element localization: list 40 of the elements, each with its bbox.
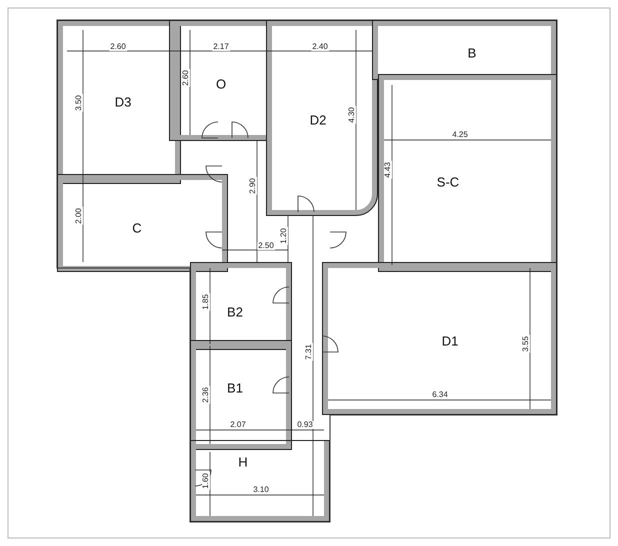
dimension-label: 2.07 <box>229 421 247 429</box>
dimension-label: 0.93 <box>296 421 314 429</box>
dimension-label: 2.60 <box>109 43 127 51</box>
room-label: D2 <box>310 114 326 126</box>
room-label: B1 <box>227 382 243 394</box>
room <box>266 20 378 216</box>
room-label: H <box>238 456 248 468</box>
dimension-label: 1.20 <box>280 227 288 245</box>
dimension-label: 4.25 <box>451 131 469 139</box>
room-label: B2 <box>227 306 243 318</box>
room-label: D3 <box>114 96 132 108</box>
dimension-label: 1.85 <box>202 293 210 311</box>
dimension-label: 2.00 <box>75 207 83 225</box>
dimension-label: 3.50 <box>75 94 83 112</box>
dimension-label: 2.90 <box>249 177 257 195</box>
room <box>378 74 557 272</box>
dimension-label: 6.34 <box>431 391 449 399</box>
dimension-label: 2.40 <box>311 43 329 51</box>
dimension-label: 2.50 <box>257 242 275 250</box>
room-label: B <box>468 46 476 60</box>
dimension-label: 2.60 <box>182 69 190 87</box>
dimension-label: 2.17 <box>212 43 230 51</box>
dimension-label: 3.10 <box>252 486 270 494</box>
room-label: C <box>132 222 142 234</box>
dimension-label: 3.55 <box>522 335 530 353</box>
room <box>190 340 292 450</box>
room <box>57 174 228 272</box>
dimension-label: 4.30 <box>348 106 356 124</box>
room <box>322 262 557 415</box>
room <box>190 440 330 522</box>
dimension-label: 2.36 <box>202 386 210 404</box>
room <box>372 20 557 80</box>
dimension-label: 1.60 <box>202 472 210 490</box>
room-label: O <box>216 78 226 90</box>
room <box>190 262 292 350</box>
room-label: S-C <box>436 176 460 188</box>
room <box>57 20 181 184</box>
room-label: D1 <box>442 334 458 348</box>
dimension-label: 7.31 <box>305 343 313 361</box>
dimension-label: 4.43 <box>384 161 392 179</box>
